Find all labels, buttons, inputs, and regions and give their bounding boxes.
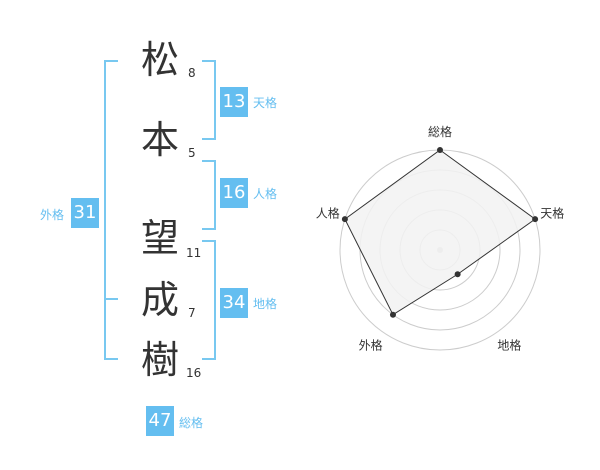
name-char-4: 成 (140, 278, 179, 322)
soukaku-label: 総格 (179, 416, 204, 430)
stroke-count-5: 16 (186, 366, 202, 380)
radar-point-1 (437, 147, 443, 153)
chikaku-score: 34 (220, 288, 248, 318)
tenkaku-bracket (202, 60, 216, 140)
chikaku-label: 地格 (253, 297, 278, 311)
stroke-count-2: 5 (188, 146, 196, 160)
radar-axis-label-2: 天格 (540, 206, 564, 221)
jinkaku-label: 人格 (253, 187, 278, 201)
name-char-2: 本 (140, 118, 179, 162)
radar-points (341, 147, 539, 318)
radar-axis-label-4: 外格 (359, 337, 383, 352)
radar-axis-label-5: 人格 (316, 206, 340, 221)
radar-point-4 (389, 311, 396, 318)
radar-axis-label-1: 総格 (428, 124, 452, 139)
radar-point-3 (454, 271, 461, 278)
soukaku-score: 47 (146, 406, 174, 436)
stroke-count-4: 7 (188, 306, 196, 320)
jinkaku-bracket (202, 160, 216, 230)
chikaku-bracket (202, 240, 216, 360)
gaikaku-bracket (104, 60, 118, 360)
gaikaku-label: 外格 (40, 208, 65, 222)
radar-data-polygon (344, 149, 536, 316)
gaikaku-score: 31 (71, 198, 99, 228)
gaikaku-bracket-tick (104, 298, 118, 300)
name-char-5: 樹 (140, 338, 179, 382)
jinkaku-score: 16 (220, 178, 248, 208)
stroke-count-1: 8 (188, 66, 196, 80)
name-char-1: 松 (140, 38, 179, 82)
tenkaku-score: 13 (220, 87, 248, 117)
stroke-count-3: 11 (186, 246, 202, 260)
tenkaku-label: 天格 (253, 96, 278, 110)
name-char-3: 望 (140, 216, 179, 260)
radar-point-2 (532, 216, 539, 223)
radar-axis-label-3: 地格 (497, 337, 521, 352)
radar-point-5 (341, 216, 348, 223)
